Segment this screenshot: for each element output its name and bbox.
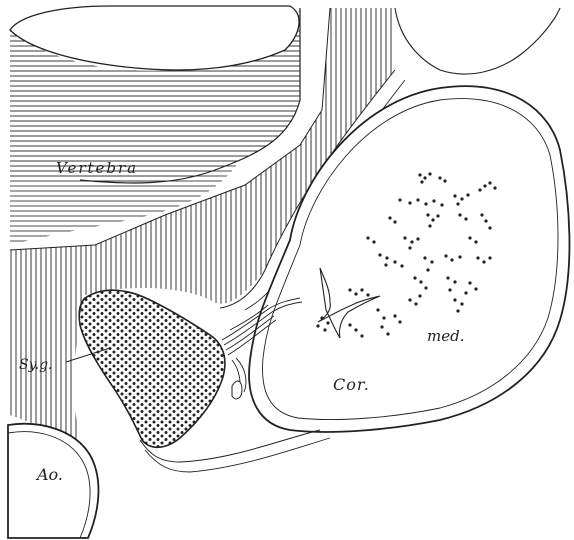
vertebra-label: Vertebra	[56, 161, 138, 176]
small-vessel	[232, 381, 242, 399]
kidney-capsule	[249, 86, 569, 432]
sympathetic-ganglion	[79, 290, 225, 447]
aorta-label: Ao.	[37, 467, 63, 483]
sympathetic-ganglion-label: Sy.g.	[19, 358, 53, 372]
medulla-label: med.	[427, 329, 464, 344]
cortex-label: Cor.	[333, 377, 370, 393]
fascia-band	[395, 8, 560, 74]
